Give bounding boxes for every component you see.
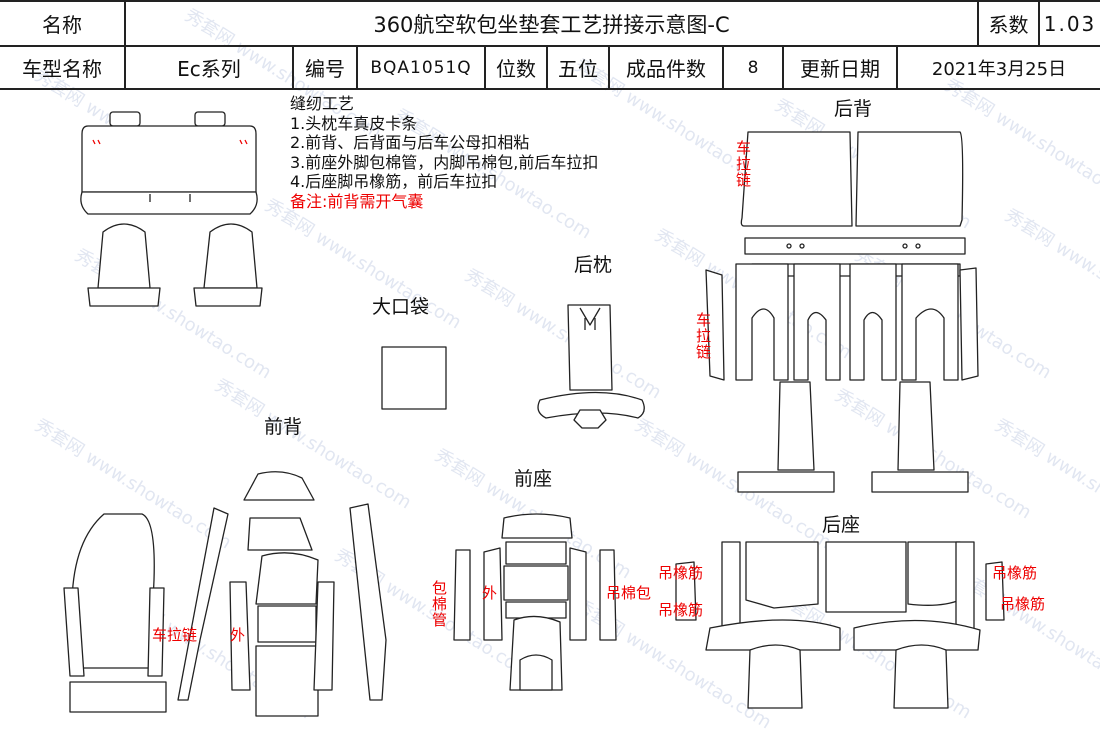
annotation-zipper: 车拉链 (152, 626, 198, 644)
notes-item: 2.前背、后背面与后车公母扣相粘 (290, 133, 530, 152)
pieces-value: 8 (747, 57, 759, 78)
front-back-pieces (63, 471, 387, 717)
annotation-outer: 外 (482, 584, 498, 602)
name-label: 名称 (42, 13, 82, 37)
annotation-elastic: 吊橡筋 (658, 601, 704, 619)
notes-heading: 缝纫工艺 (290, 94, 355, 113)
section-label-rear-headrest: 后枕 (574, 254, 613, 276)
rear-back-pieces (705, 131, 979, 493)
table-row-divider (0, 45, 1100, 47)
annotation-outer: 外 (230, 626, 246, 644)
table-col-divider (356, 46, 358, 90)
annotation-zipper: 车拉链 (734, 140, 752, 188)
pieces-label: 成品件数 (626, 57, 706, 81)
notes-item: 4.后座脚吊橡筋，前后车拉扣 (290, 172, 498, 191)
notes-item: 3.前座外脚包棉管，内脚吊棉包,前后车拉扣 (290, 152, 599, 172)
annotation-cotton-tube: 包棉管 (430, 580, 448, 628)
section-label-rear-back: 后背 (834, 98, 873, 120)
table-col-divider (722, 46, 724, 90)
table-border-top (0, 0, 1100, 2)
table-col-divider (896, 46, 898, 90)
model-value: Ec系列 (177, 57, 241, 81)
code-value: BQA1051Q (370, 57, 472, 78)
model-label: 车型名称 (22, 57, 102, 81)
table-col-divider (977, 0, 979, 46)
notes-item: 1.头枕车真皮卡条 (290, 113, 418, 133)
table-col-divider (546, 46, 548, 90)
date-value: 2021年3月25日 (931, 58, 1067, 80)
table-col-divider (292, 46, 294, 90)
annotation-zipper: 车拉链 (694, 312, 712, 360)
rear-seat-pieces (675, 541, 1005, 709)
rear-headrest-pieces (537, 304, 645, 429)
section-label-front-seat: 前座 (514, 468, 553, 490)
annotation-elastic: 吊橡筋 (992, 564, 1038, 582)
table-col-divider (484, 46, 486, 90)
seats-label: 位数 (496, 57, 536, 81)
front-seat-pieces (453, 513, 617, 691)
section-label-front-back: 前背 (264, 416, 303, 438)
seats-value: 五位 (558, 57, 598, 81)
code-label: 编号 (305, 57, 345, 81)
table-border-bottom (0, 88, 1100, 90)
annotation-elastic: 吊橡筋 (1000, 595, 1046, 613)
coefficient-value: 1.03 (1043, 11, 1097, 36)
table-col-divider (124, 0, 126, 90)
date-label: 更新日期 (800, 57, 880, 81)
sewing-notes: 缝纫工艺 1.头枕车真皮卡条 2.前背、后背面与后车公母扣相粘 3.前座外脚包棉… (290, 94, 598, 211)
notes-remark: 备注:前背需开气囊 (290, 191, 424, 211)
big-pocket-piece (381, 346, 447, 410)
seat-thumbnail (80, 111, 263, 307)
table-col-divider (782, 46, 784, 90)
section-label-rear-seat: 后座 (822, 514, 861, 536)
table-col-divider (608, 46, 610, 90)
table-col-divider (1038, 0, 1040, 46)
coefficient-label: 系数 (988, 13, 1029, 37)
document-title: 360航空软包坐垫套工艺拼接示意图-C (373, 12, 730, 37)
section-label-big-pocket: 大口袋 (372, 296, 430, 318)
annotation-elastic: 吊橡筋 (658, 564, 704, 582)
annotation-hang-cotton: 吊棉包 (606, 584, 652, 602)
